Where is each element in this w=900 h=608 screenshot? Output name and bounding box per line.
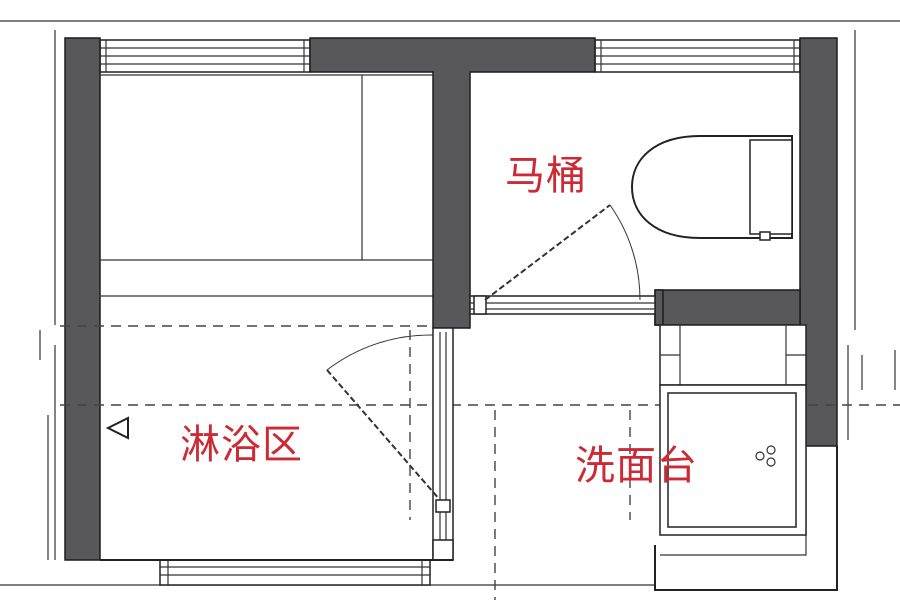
shower-door: [326, 334, 441, 501]
shower-bench: [100, 74, 433, 297]
vanity: [659, 324, 807, 536]
window-top-right: [594, 39, 801, 73]
label-shower: 淋浴区: [180, 422, 303, 468]
triangle-marker-icon: [105, 416, 129, 440]
toilet: [630, 135, 793, 241]
window-top-left: [99, 39, 311, 73]
label-toilet: 马桶: [505, 153, 587, 199]
context-lines: [0, 20, 900, 586]
shower-glass-partition: [100, 327, 454, 561]
window-bottom: [159, 559, 431, 586]
toilet-door: [469, 204, 656, 315]
label-vanity: 洗面台: [575, 443, 698, 489]
